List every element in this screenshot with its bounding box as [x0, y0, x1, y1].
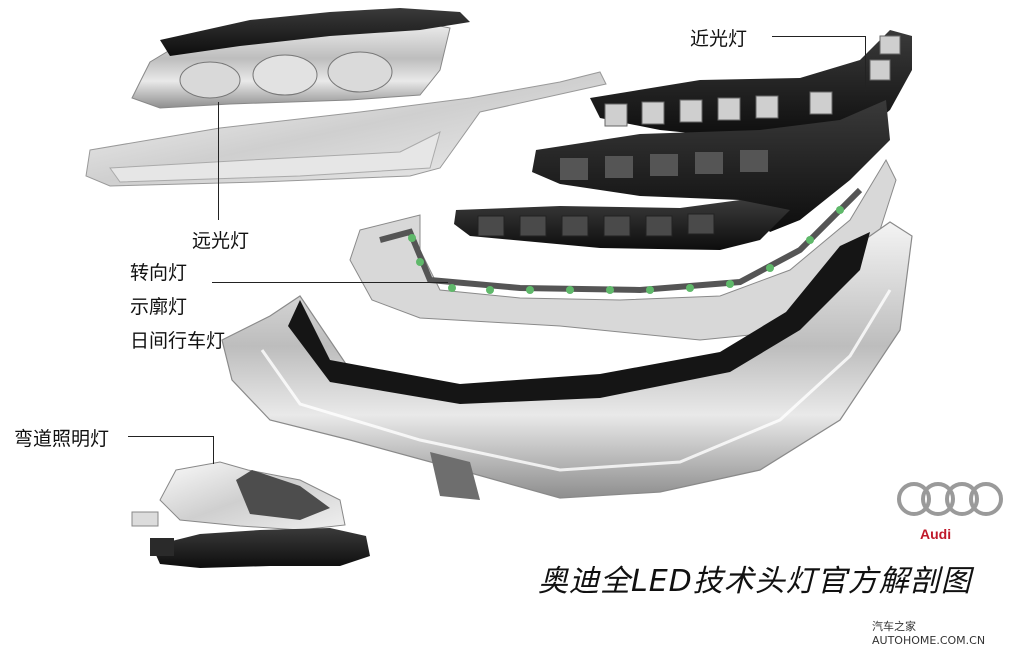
source-watermark: 汽车之家 AUTOHOME.COM.CN: [872, 620, 986, 647]
label-turn-signal: 转向灯: [130, 262, 188, 284]
low-beam-reflector-frame: [454, 200, 790, 250]
audi-rings-logo: [897, 482, 1003, 516]
label-low-beam: 近光灯: [690, 28, 748, 50]
low-beam-heat-sink: [532, 100, 890, 232]
leader-cornering: [128, 436, 214, 437]
high-beam-reflector: [131, 8, 470, 109]
leader-low-beam: [772, 36, 866, 37]
low-beam-led-array: [590, 30, 912, 140]
leader-high-beam: [218, 102, 219, 220]
leader-low-beam-drop: [865, 36, 866, 92]
label-cornering-light: 弯道照明灯: [14, 428, 110, 450]
leader-turn-signal: [212, 282, 448, 283]
drl-led-strip: [349, 158, 897, 341]
leader-cornering-drop: [213, 436, 214, 464]
cornering-light-reflector: [131, 461, 346, 531]
light-guide-bezel: [221, 221, 913, 500]
label-position-light: 示廓灯: [130, 296, 188, 318]
label-high-beam: 远光灯: [192, 230, 250, 252]
label-drl: 日间行车灯: [130, 330, 226, 352]
page-caption: 奥迪全LED技术头灯官方解剖图: [538, 564, 972, 599]
high-beam-housing-trim: [85, 71, 607, 187]
audi-wordmark: Audi: [920, 526, 952, 542]
cornering-light-mount: [150, 528, 370, 568]
